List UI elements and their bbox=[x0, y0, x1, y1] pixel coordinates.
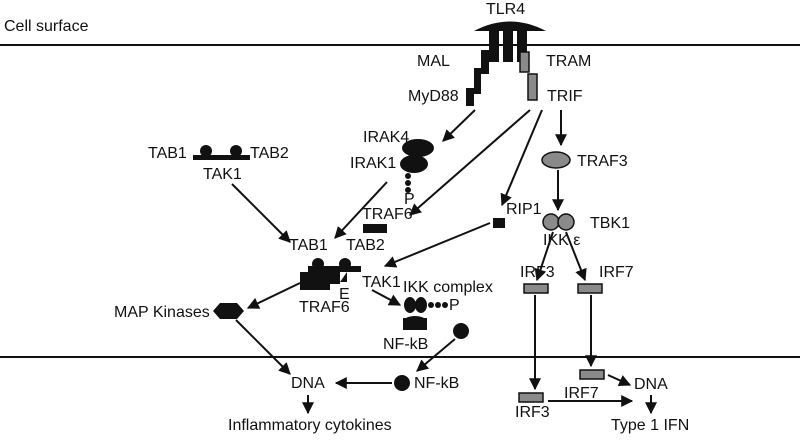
tbk1-ikke-node-icon bbox=[542, 213, 575, 231]
irf3-low-node-icon bbox=[518, 392, 544, 403]
arrow-tak1-complex bbox=[231, 183, 291, 243]
nfkb-mid-label: NF-kB bbox=[383, 336, 428, 353]
map-kinases-node-icon bbox=[213, 303, 244, 319]
arrow-rip1-tak1 bbox=[383, 222, 491, 268]
tram-adaptor-icon bbox=[519, 51, 530, 73]
tab1-mid-label: TAB1 bbox=[289, 237, 328, 254]
tram-label: TRAM bbox=[546, 53, 591, 70]
irak4-label: IRAK4 bbox=[363, 129, 409, 146]
arrow-irf7-dna bbox=[607, 374, 632, 386]
arrow-irak1-complex bbox=[334, 181, 388, 239]
irak-phospho-chain-icon bbox=[405, 173, 411, 193]
tlr4-label: TLR4 bbox=[486, 1, 525, 18]
arrow-tak1-ikk bbox=[371, 289, 402, 306]
tbk1-label: TBK1 bbox=[590, 215, 630, 232]
mal-myd88-adaptor-icon bbox=[466, 50, 489, 106]
traf6-mid-label: TRAF6 bbox=[299, 299, 350, 316]
tak1-upper-label: TAK1 bbox=[203, 166, 242, 183]
irf7-mid-label: IRF7 bbox=[599, 264, 634, 281]
arrow-tbk1-irf3 bbox=[534, 231, 554, 282]
traf6-upper-label: TRAF6 bbox=[362, 206, 413, 223]
mal-label: MAL bbox=[417, 53, 450, 70]
arrow-trif-traf6 bbox=[409, 109, 531, 216]
irf3-mid-node-icon bbox=[523, 283, 549, 294]
e-label: E bbox=[339, 286, 350, 303]
nfkb-low-label: NF-kB bbox=[414, 375, 459, 392]
arrow-nfkb-translocation bbox=[416, 338, 456, 372]
arrow-mapk-dna bbox=[235, 319, 291, 375]
arrow-myd88-irak bbox=[442, 109, 476, 142]
irak-phospho-label: P bbox=[404, 191, 415, 208]
irf7-mid-node-icon bbox=[577, 283, 603, 294]
tab1-upper-label: TAB1 bbox=[148, 145, 187, 162]
ikk-complex-label: IKK complex bbox=[403, 279, 493, 296]
irak1-label: IRAK1 bbox=[350, 155, 396, 172]
irak1-node-icon bbox=[400, 155, 428, 173]
dna-left-label: DNA bbox=[291, 375, 325, 392]
arrow-complex-mapk bbox=[246, 282, 301, 309]
cell-surface-label: Cell surface bbox=[4, 18, 89, 35]
type1-ifn-label: Type 1 IFN bbox=[611, 417, 689, 434]
dna-right-label: DNA bbox=[634, 376, 668, 393]
traf6-upper-node-icon bbox=[363, 224, 387, 233]
tab2-mid-label: TAB2 bbox=[346, 237, 385, 254]
tlr4-receptor-icon bbox=[474, 21, 546, 62]
inflammatory-cytokines-label: Inflammatory cytokines bbox=[228, 417, 392, 434]
arrow-trif-rip1 bbox=[500, 109, 543, 207]
irak4-node-icon bbox=[402, 139, 434, 157]
trif-label: TRIF bbox=[547, 88, 583, 105]
arrow-tbk1-irf7 bbox=[565, 231, 587, 282]
tab-tak-traf6-complex-icon bbox=[300, 258, 361, 290]
ikk-complex-node-icon bbox=[403, 297, 448, 330]
map-kinases-label: MAP Kinases bbox=[114, 304, 210, 321]
traf3-node-icon bbox=[541, 151, 571, 169]
rip1-node-icon bbox=[493, 218, 505, 228]
tab-tak-upper-complex-icon bbox=[193, 145, 250, 160]
traf3-label: TRAF3 bbox=[577, 153, 628, 170]
tak1-mid-label: TAK1 bbox=[362, 274, 401, 291]
rip1-label: RIP1 bbox=[506, 201, 542, 218]
tab2-upper-label: TAB2 bbox=[250, 145, 289, 162]
nfkb-released-node-icon bbox=[453, 323, 469, 339]
nfkb-nuclear-node-icon bbox=[394, 375, 410, 391]
trif-adaptor-icon bbox=[527, 73, 538, 101]
ikk-phospho-label: P bbox=[449, 297, 460, 314]
irf3-low-label: IRF3 bbox=[515, 404, 550, 421]
irf7-low-node-icon bbox=[579, 369, 605, 380]
irf7-low-label: IRF7 bbox=[564, 385, 599, 402]
myd88-label: MyD88 bbox=[408, 88, 459, 105]
